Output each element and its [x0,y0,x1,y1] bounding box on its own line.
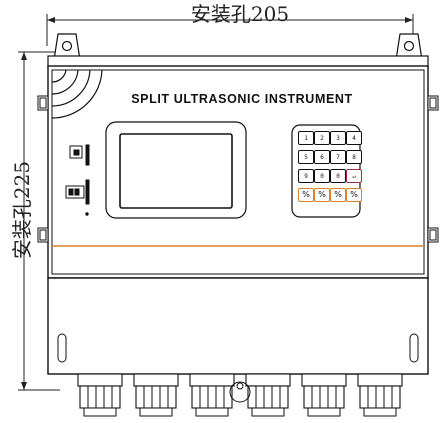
function-key-label: % [350,190,358,199]
keypad-key[interactable]: 0 [314,169,330,183]
cable-gland [301,373,347,417]
slot-left [57,333,67,363]
signal-arcs-icon [51,69,103,119]
keypad-key[interactable]: ↵ [346,169,362,183]
cable-glands [77,373,403,417]
wiring-compartment [47,277,429,375]
ground-loop-icon [229,381,251,403]
keypad-key-label: 0 [320,173,324,180]
keypad-key[interactable]: 7 [330,150,346,164]
keypad-key[interactable]: 3 [330,131,346,145]
keypad-key-label: 8 [352,154,356,161]
function-key[interactable]: % [346,188,362,202]
cable-gland [357,373,403,417]
keypad-key-label: 3 [336,135,340,142]
keypad-key-label: 9 [304,173,308,180]
keypad-key[interactable]: 4 [346,131,362,145]
side-clips [37,95,439,243]
keypad-key-label: 2 [320,135,324,142]
keypad-key-label: 1 [304,135,308,142]
function-key[interactable]: % [330,188,346,202]
keypad-key-label: 7 [336,154,340,161]
width-dimension-label: 安装孔205 [190,2,290,26]
function-key[interactable]: % [298,188,314,202]
cable-gland [189,373,235,417]
function-key-label: % [334,190,342,199]
height-dimension [18,51,60,391]
height-dimension-label: 安装孔225 [10,160,34,260]
keypad-key-label: 6 [320,154,324,161]
keypad-key[interactable]: 0 [330,169,346,183]
cable-gland [133,373,179,417]
keypad-key[interactable]: 2 [314,131,330,145]
keypad-key[interactable]: 8 [346,150,362,164]
slot-right [409,333,419,363]
keypad-key-label: 0 [336,173,340,180]
keypad-key[interactable]: 6 [314,150,330,164]
keypad-key[interactable]: 9 [298,169,314,183]
keypad-key-label: 4 [352,135,356,142]
keypad-key[interactable]: 5 [298,150,314,164]
width-dimension [46,14,414,46]
keypad-key-label: ↵ [352,173,356,180]
device-title: SPLIT ULTRASONIC INSTRUMENT [131,92,353,106]
keypad-key[interactable]: 1 [298,131,314,145]
cable-gland [245,373,291,417]
function-key[interactable]: % [314,188,330,202]
indicator-icon-1 [69,144,90,166]
function-key-label: % [302,190,310,199]
cable-gland [77,373,123,417]
indicator-icon-2 [65,179,90,216]
keypad-key-label: 5 [304,154,308,161]
function-key-label: % [318,190,326,199]
lcd-screen [119,133,233,209]
